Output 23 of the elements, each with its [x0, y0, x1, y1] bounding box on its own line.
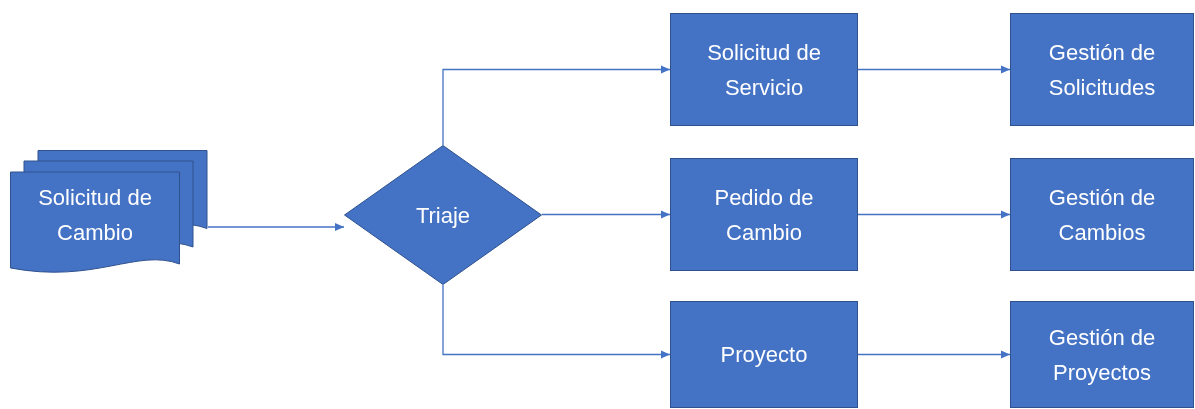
node-label: Gestión de Cambios: [1047, 183, 1157, 247]
node-label: Solicitud de Servicio: [706, 38, 822, 102]
node-label: Triaje: [415, 201, 471, 230]
process-box: [670, 13, 858, 126]
process-box: [1010, 158, 1194, 271]
node-label: Proyecto: [720, 341, 808, 369]
process-box: [670, 158, 858, 271]
arrow: [857, 65, 1011, 74]
node-label: Pedido de Cambio: [713, 183, 815, 247]
process-box: [1010, 13, 1194, 126]
arrow: [857, 210, 1011, 219]
arrow: [442, 284, 671, 359]
arrow: [857, 350, 1011, 359]
node-label: Gestión de Solicitudes: [1047, 38, 1157, 102]
arrow: [442, 65, 671, 146]
node-label: Gestión de Proyectos: [1047, 323, 1157, 387]
arrow: [207, 223, 345, 231]
process-box: [670, 301, 858, 408]
process-box: [1010, 301, 1194, 408]
multi-document-shape: [10, 150, 208, 276]
arrow: [541, 210, 671, 219]
node-label: Solicitud de Cambio: [37, 184, 153, 247]
decision-diamond: [344, 145, 542, 285]
